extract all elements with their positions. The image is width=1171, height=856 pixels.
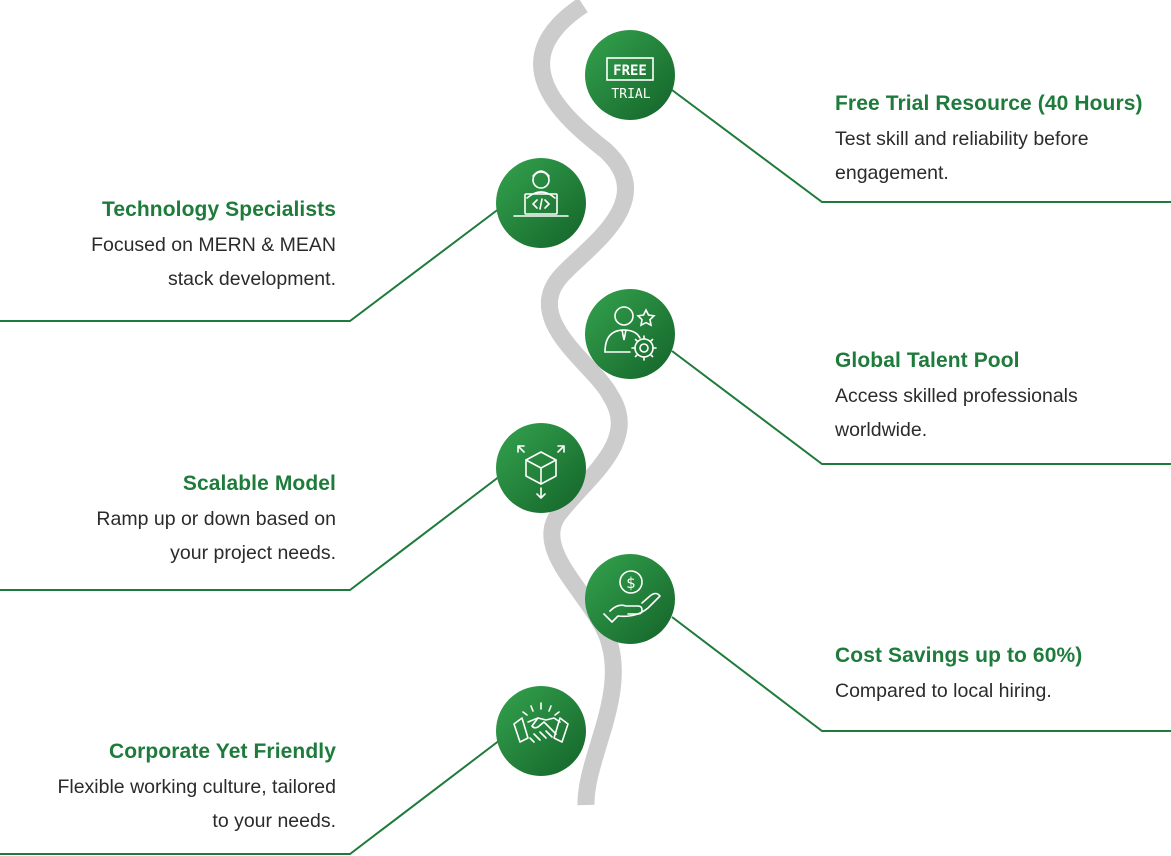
talent-star-gear-icon <box>604 306 657 361</box>
feature-desc: Compared to local hiring. <box>835 680 1052 702</box>
feature-title: Free Trial Resource (40 Hours) <box>835 92 1143 115</box>
feature-technology-specialists: Technology Specialists Focused on MERN &… <box>0 198 336 296</box>
handshake-icon <box>513 702 569 743</box>
connector-line-6 <box>0 739 501 855</box>
circle-3 <box>585 289 675 379</box>
feature-free-trial: Free Trial Resource (40 Hours) Test skil… <box>835 92 1171 190</box>
badge-line2: TRIAL <box>611 87 650 102</box>
feature-title: Technology Specialists <box>101 198 336 221</box>
developer-laptop-icon <box>513 170 569 217</box>
badge-line1: FREE <box>613 63 647 79</box>
connector-line-4 <box>0 475 501 591</box>
feature-desc: Flexible working culture, tailored to yo… <box>57 776 336 832</box>
feature-scalable-model: Scalable Model Ramp up or down based on … <box>0 472 336 570</box>
connector-line-2 <box>0 207 501 322</box>
scalable-cube-icon <box>517 445 565 499</box>
feature-corporate-friendly: Corporate Yet Friendly Flexible working … <box>0 740 336 838</box>
feature-desc: Access skilled professionals worldwide. <box>835 385 1078 441</box>
feature-title: Cost Savings up to 60%) <box>835 644 1083 667</box>
connector-line-1 <box>671 89 1171 203</box>
circle-6 <box>496 686 586 776</box>
feature-desc: Ramp up or down based on your project ne… <box>96 508 336 564</box>
svg-text:$: $ <box>626 574 636 592</box>
connector-line-3 <box>671 350 1171 465</box>
feature-title: Corporate Yet Friendly <box>108 740 336 763</box>
feature-title: Global Talent Pool <box>835 349 1020 372</box>
free-trial-icon: FREE TRIAL <box>606 57 654 102</box>
wave-spine <box>533 0 634 806</box>
connector-line-5 <box>671 616 1171 732</box>
feature-global-talent-pool: Global Talent Pool Access skilled profes… <box>835 349 1171 447</box>
feature-cost-savings: Cost Savings up to 60%) Compared to loca… <box>835 644 1171 708</box>
dollar-hand-icon: $ <box>603 570 661 623</box>
circle-1 <box>585 30 675 120</box>
feature-desc: Focused on MERN & MEAN stack development… <box>91 234 336 290</box>
feature-title: Scalable Model <box>182 472 336 495</box>
circle-5 <box>585 554 675 644</box>
feature-desc: Test skill and reliability before engage… <box>835 128 1089 184</box>
